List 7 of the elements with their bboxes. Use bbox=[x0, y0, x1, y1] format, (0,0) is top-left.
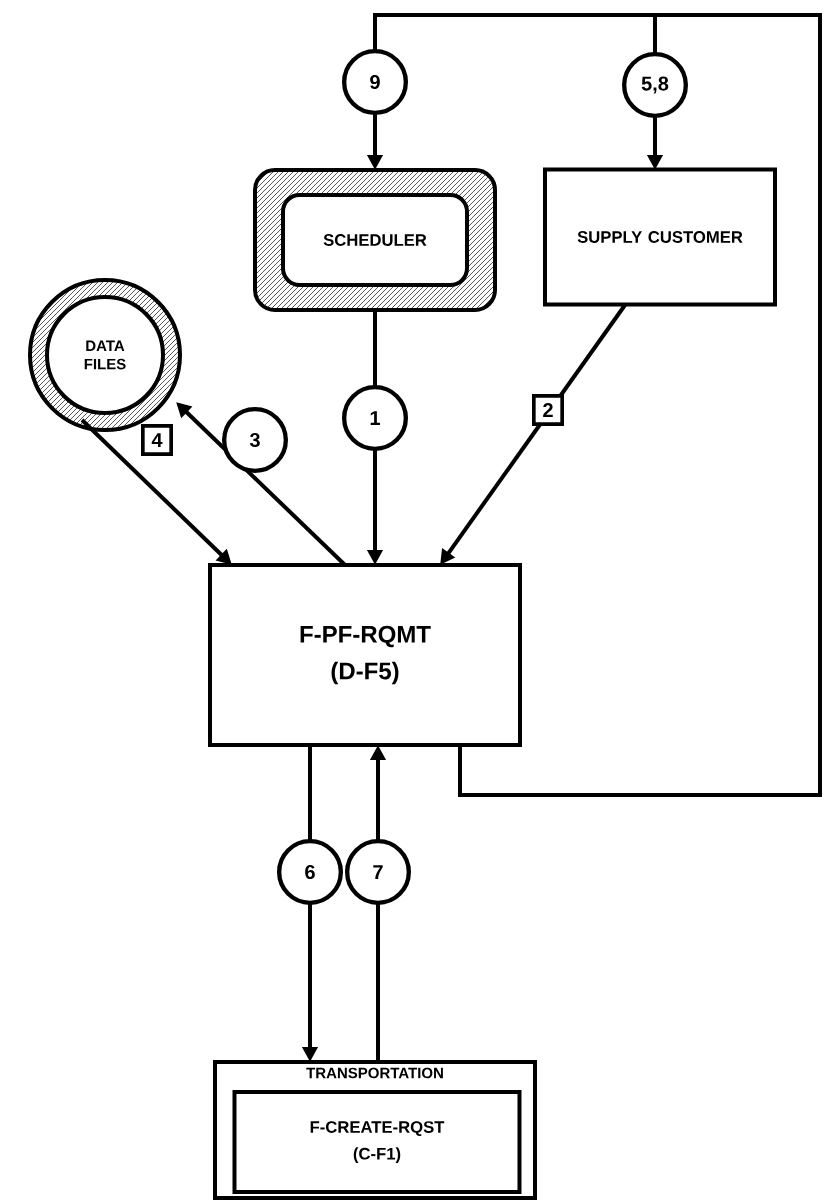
process-box: F-CREATE-RQST (C-F1) bbox=[232, 1090, 522, 1194]
process-box: F-PF-RQMT (D-F5) bbox=[208, 563, 522, 747]
flow-number-square: 2 bbox=[532, 394, 564, 426]
flow-number-square: 4 bbox=[141, 424, 173, 456]
process-box: SCHEDULER bbox=[253, 168, 497, 312]
arrow bbox=[458, 13, 822, 797]
process-box: SUPPLY CUSTOMER bbox=[543, 167, 777, 307]
